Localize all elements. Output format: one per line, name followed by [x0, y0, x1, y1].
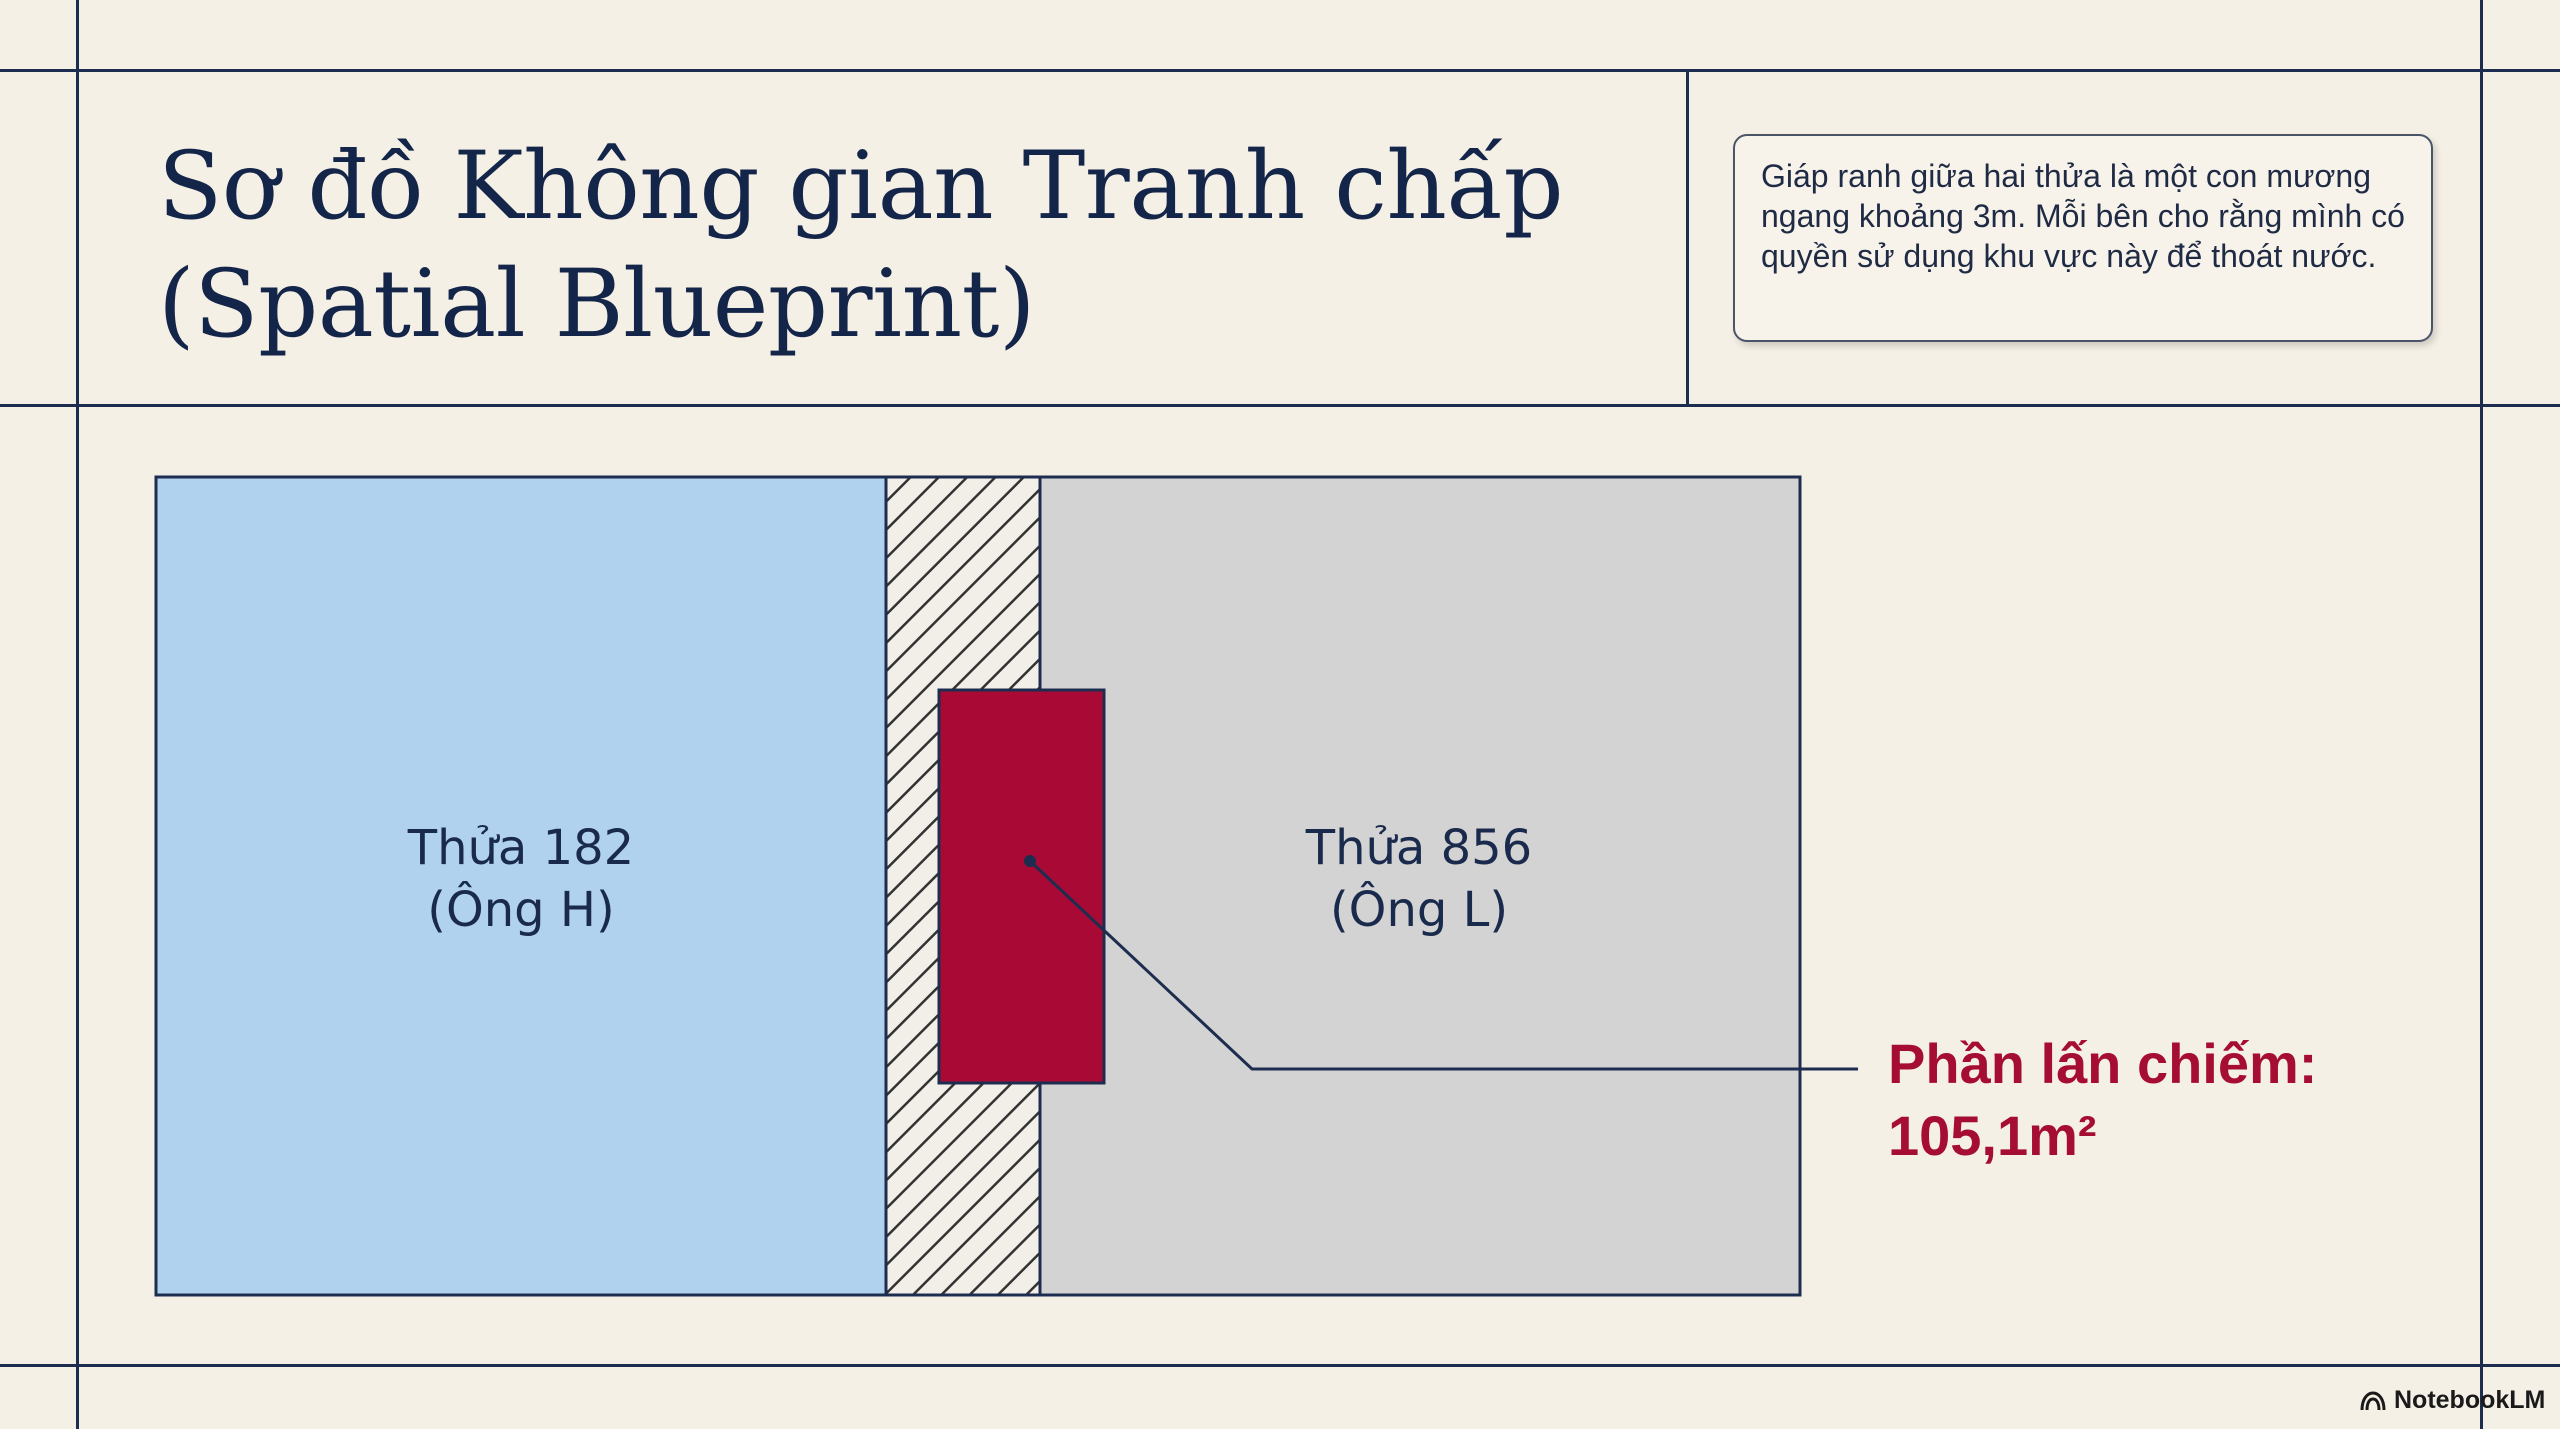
- grid-line-bottom: [0, 1364, 2560, 1367]
- grid-line-right: [2480, 0, 2483, 1429]
- callout-anchor-dot: [1024, 855, 1036, 867]
- encroachment-area: [937, 688, 1106, 1085]
- context-note: Giáp ranh giữa hai thửa là một con mương…: [1733, 134, 2433, 342]
- callout-leader-line: [1028, 859, 1858, 1071]
- grid-line-left: [76, 0, 79, 1429]
- plot-856-owner: (Ông L): [1329, 882, 1509, 938]
- brand-name: NotebookLM: [2394, 1386, 2546, 1414]
- grid-line-header-bottom: [0, 404, 2560, 407]
- plot-182-number: Thửa 182: [407, 820, 635, 876]
- header-divider: [1686, 69, 1689, 406]
- plot-856-number: Thửa 856: [1305, 820, 1533, 876]
- page-title: Sơ đồ Không gian Tranh chấp (Spatial Blu…: [158, 128, 1564, 364]
- encroachment-callout: Phần lấn chiếm: 105,1m²: [1888, 1028, 2317, 1172]
- plot-182-label: Thửa 182 (Ông H): [368, 817, 674, 941]
- page-title-line-2: (Spatial Blueprint): [158, 250, 1036, 359]
- notebooklm-logo-icon: [2360, 1390, 2386, 1410]
- plot-856-area: [1040, 477, 1800, 1295]
- brand-watermark: NotebookLM: [2360, 1386, 2545, 1415]
- grid-line-top: [0, 69, 2560, 72]
- encroachment-callout-value: 105,1m²: [1888, 1104, 2097, 1167]
- encroachment-callout-title: Phần lấn chiếm:: [1888, 1032, 2318, 1095]
- plot-182-area: [156, 477, 886, 1295]
- diagram-frame: [154, 475, 1802, 1297]
- page-title-line-1: Sơ đồ Không gian Tranh chấp: [158, 132, 1564, 241]
- plot-856-label: Thửa 856 (Ông L): [1266, 817, 1572, 941]
- plot-182-owner: (Ông H): [427, 882, 615, 938]
